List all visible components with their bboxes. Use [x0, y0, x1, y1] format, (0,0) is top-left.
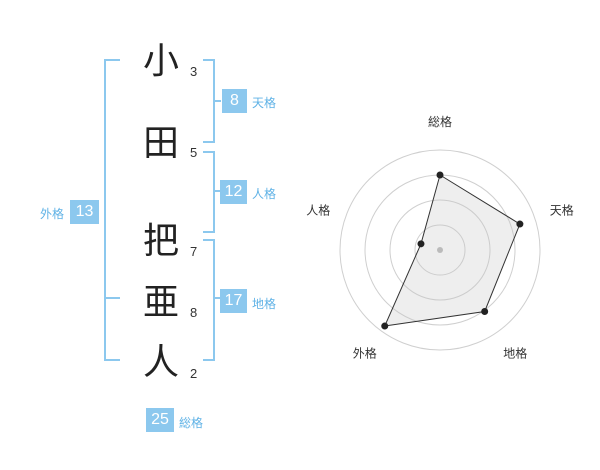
jinkaku-score: 12 [220, 180, 247, 204]
name-char-1: 小 [142, 41, 179, 82]
stroke-count-1: 3 [190, 64, 198, 79]
radar-axis-label-3: 地格 [503, 346, 527, 361]
chikaku-score: 17 [220, 289, 247, 313]
stroke-count-5: 2 [190, 366, 198, 381]
chikaku-bracket [203, 239, 215, 361]
outer-bracket-divider [104, 297, 120, 299]
name-char-5: 人 [142, 342, 179, 383]
gaikaku-score: 13 [70, 200, 99, 224]
outer-bracket [104, 59, 120, 361]
tenkaku-connector [215, 100, 221, 102]
tenkaku-label: 天格 [252, 96, 277, 110]
soukaku-label: 総格 [179, 416, 204, 430]
tenkaku-score: 8 [222, 89, 247, 113]
radar-ring-2 [389, 199, 491, 301]
soukaku-score: 25 [146, 408, 174, 432]
radar-point-1 [436, 171, 444, 179]
stroke-count-4: 8 [190, 305, 198, 320]
radar-axis-label-4: 外格 [353, 346, 377, 361]
gaikaku-label: 外格 [40, 207, 65, 221]
radar-ring-1 [414, 224, 466, 276]
radar-ring-4 [339, 149, 541, 351]
chikaku-connector [215, 297, 221, 299]
jinkaku-bracket [203, 151, 215, 233]
stroke-count-2: 5 [190, 145, 198, 160]
radar-axis-label-2: 天格 [550, 202, 574, 217]
radar-center-dot [437, 247, 443, 253]
radar-point-5 [417, 240, 425, 248]
jinkaku-label: 人格 [252, 187, 277, 201]
radar-point-2 [516, 220, 524, 228]
name-char-3: 把 [142, 221, 179, 262]
tenkaku-bracket [203, 59, 215, 143]
jinkaku-connector [215, 190, 221, 192]
stroke-count-3: 7 [190, 244, 198, 259]
radar-axis-label-1: 総格 [428, 114, 452, 129]
chikaku-label: 地格 [252, 297, 277, 311]
name-char-2: 田 [142, 123, 179, 164]
radar-point-4 [381, 322, 389, 330]
radar-point-3 [481, 307, 489, 315]
name-char-4: 亜 [142, 282, 179, 323]
radar-axis-label-5: 人格 [306, 202, 330, 217]
radar-area [383, 174, 521, 327]
